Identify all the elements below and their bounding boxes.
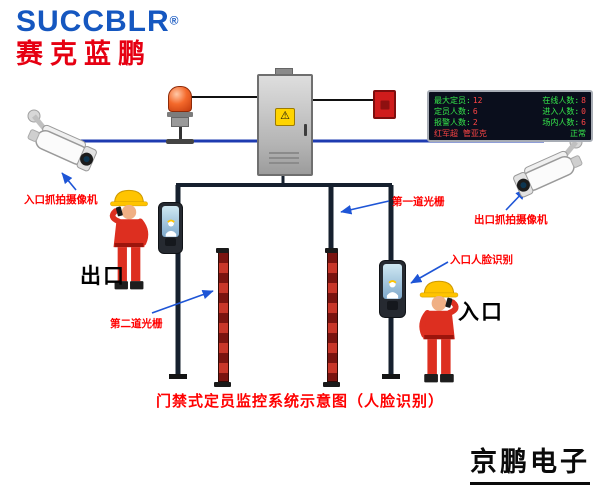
- label-entry-camera: 入口抓拍摄像机: [24, 194, 98, 206]
- light-barrier-first: [323, 248, 340, 387]
- arrow-entry-face: [410, 261, 449, 284]
- display-label: 在线人数:: [542, 96, 580, 105]
- post-foot-left: [169, 374, 187, 379]
- label-first-barrier: 第一道光栅: [392, 196, 445, 208]
- beacon-stem: [178, 127, 182, 139]
- exit-camera-icon: [498, 132, 590, 210]
- page-title: 门禁式定员监控系统示意图（人脸识别）: [155, 393, 444, 410]
- terminal-screen: [383, 264, 402, 299]
- warning-icon: ⚠: [275, 108, 295, 126]
- display-value: 0: [581, 107, 586, 116]
- emergency-button-icon: [373, 90, 396, 119]
- label-exit-camera: 出口抓拍摄像机: [474, 214, 548, 226]
- label-entry-gate: 入口: [458, 301, 504, 324]
- display-row: 最大定员:12 在线人数:8: [434, 95, 586, 106]
- entry-camera-icon: [20, 106, 112, 184]
- display-value: 6: [581, 118, 586, 127]
- occupancy-display: 最大定员:12 在线人数:8 定员人数:6 进入人数:0 报警人数:2 场内人数…: [427, 90, 593, 142]
- barrier-foot: [214, 382, 231, 387]
- display-label: 场内人数:: [542, 118, 580, 127]
- annotation-arrows: [61, 172, 527, 314]
- registered-mark-icon: ®: [169, 13, 179, 28]
- logo-brand-row: SUCCBLR®: [16, 6, 179, 38]
- terminal-bracket: [386, 300, 399, 310]
- cabinet-vent: [269, 162, 299, 164]
- display-label: 进入人数:: [542, 107, 580, 116]
- display-value: 8: [581, 96, 586, 105]
- gate-frame: [169, 170, 400, 379]
- alarm-beacon-icon: [163, 86, 197, 144]
- terminal-bracket: [165, 238, 176, 247]
- display-label: 报警人数:: [434, 118, 471, 127]
- person-on-screen-icon: [164, 217, 178, 237]
- display-row: 报警人数:2 场内人数:6: [434, 117, 586, 128]
- display-status: 正常: [570, 129, 586, 138]
- display-value: 12: [472, 96, 483, 105]
- beacon-base: [166, 139, 194, 144]
- emergency-button-inner: [380, 100, 389, 109]
- display-footer-row: 红军超 管亚克 正常: [434, 128, 586, 139]
- barrier-cap: [216, 248, 229, 253]
- cabinet-vent: [269, 157, 299, 159]
- logo-brand-text: SUCCBLR: [16, 5, 170, 38]
- label-exit-gate: 出口: [80, 265, 126, 288]
- display-value: 6: [472, 107, 478, 116]
- light-barrier-second: [214, 248, 231, 387]
- face-terminal-entry: [379, 260, 406, 318]
- worker-figure-entry: [404, 276, 474, 394]
- logo-brand-cn: 赛克蓝鹏: [16, 39, 152, 69]
- face-terminal-exit: [158, 202, 183, 254]
- cabinet-handle: [304, 124, 307, 136]
- display-value: 2: [472, 118, 478, 127]
- beacon-ring: [167, 112, 193, 117]
- label-second-barrier: 第二道光栅: [110, 318, 163, 330]
- post-foot-right: [382, 374, 400, 379]
- control-cabinet: ⚠: [257, 74, 313, 176]
- barrier-cap: [325, 248, 338, 253]
- arrow-first-barrier: [340, 200, 390, 215]
- beacon-body: [171, 117, 189, 127]
- person-on-screen-icon: [385, 277, 400, 299]
- label-entry-face: 入口人脸识别: [450, 254, 513, 266]
- watermark-text: 京鹏电子: [470, 440, 590, 485]
- arrow-second-barrier: [151, 290, 214, 314]
- terminal-screen: [162, 206, 179, 237]
- barrier-foot: [323, 382, 340, 387]
- logo: SUCCBLR® 赛克蓝鹏: [16, 6, 179, 70]
- arrow-entry-camera: [61, 172, 77, 191]
- display-label: 最大定员:: [434, 96, 471, 105]
- display-label: 定员人数:: [434, 107, 471, 116]
- display-names: 红军超 管亚克: [434, 129, 487, 138]
- cabinet-vent: [269, 152, 299, 154]
- beacon-dome: [168, 86, 192, 112]
- display-row: 定员人数:6 进入人数:0: [434, 106, 586, 117]
